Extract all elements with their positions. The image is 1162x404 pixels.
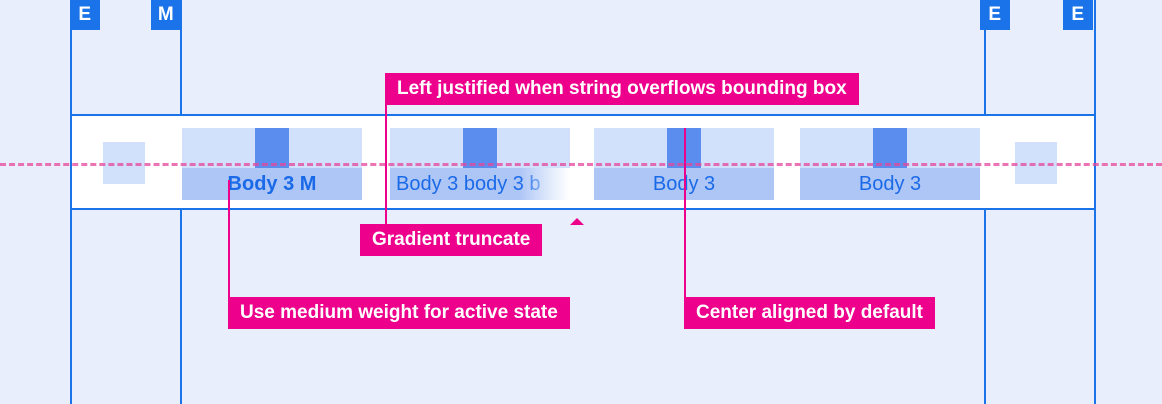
cell-label: Body 3 xyxy=(800,168,980,200)
annotation-left-justified: Left justified when string overflows bou… xyxy=(385,73,859,105)
annotation-gradient-truncate: Gradient truncate xyxy=(360,218,584,256)
placeholder-glyph-icon xyxy=(873,128,907,168)
cell-icon-area xyxy=(182,128,362,168)
cell-label: Body 3 body 3 b xyxy=(390,168,570,200)
panel-right-border xyxy=(1094,114,1096,210)
placeholder-glyph-icon xyxy=(463,128,497,168)
cell-overflow[interactable]: Body 3 body 3 b xyxy=(390,128,570,200)
placeholder-glyph-icon xyxy=(255,128,289,168)
guide-e-right-outer-badge: E xyxy=(1063,0,1093,30)
baseline-guide xyxy=(0,163,1162,166)
cell-icon-area xyxy=(800,128,980,168)
leader-medium-weight xyxy=(228,180,230,297)
cell-icon-area xyxy=(390,128,570,168)
guide-e-right-inner-badge: E xyxy=(980,0,1010,30)
cell-active[interactable]: Body 3 M xyxy=(182,128,362,200)
cell-label: Body 3 M xyxy=(182,168,362,200)
panel-left-border xyxy=(70,114,72,210)
guide-e-left-outer-badge: E xyxy=(70,0,100,30)
annotation-medium-weight: Use medium weight for active state xyxy=(228,297,570,329)
leader-left-justified xyxy=(385,105,387,225)
leader-center-aligned xyxy=(684,128,686,297)
guide-m-left-badge: M xyxy=(151,0,181,30)
cell-default-b[interactable]: Body 3 xyxy=(800,128,980,200)
annotation-center-aligned: Center aligned by default xyxy=(684,297,935,329)
annotation-gradient-truncate-pointer xyxy=(570,218,584,225)
